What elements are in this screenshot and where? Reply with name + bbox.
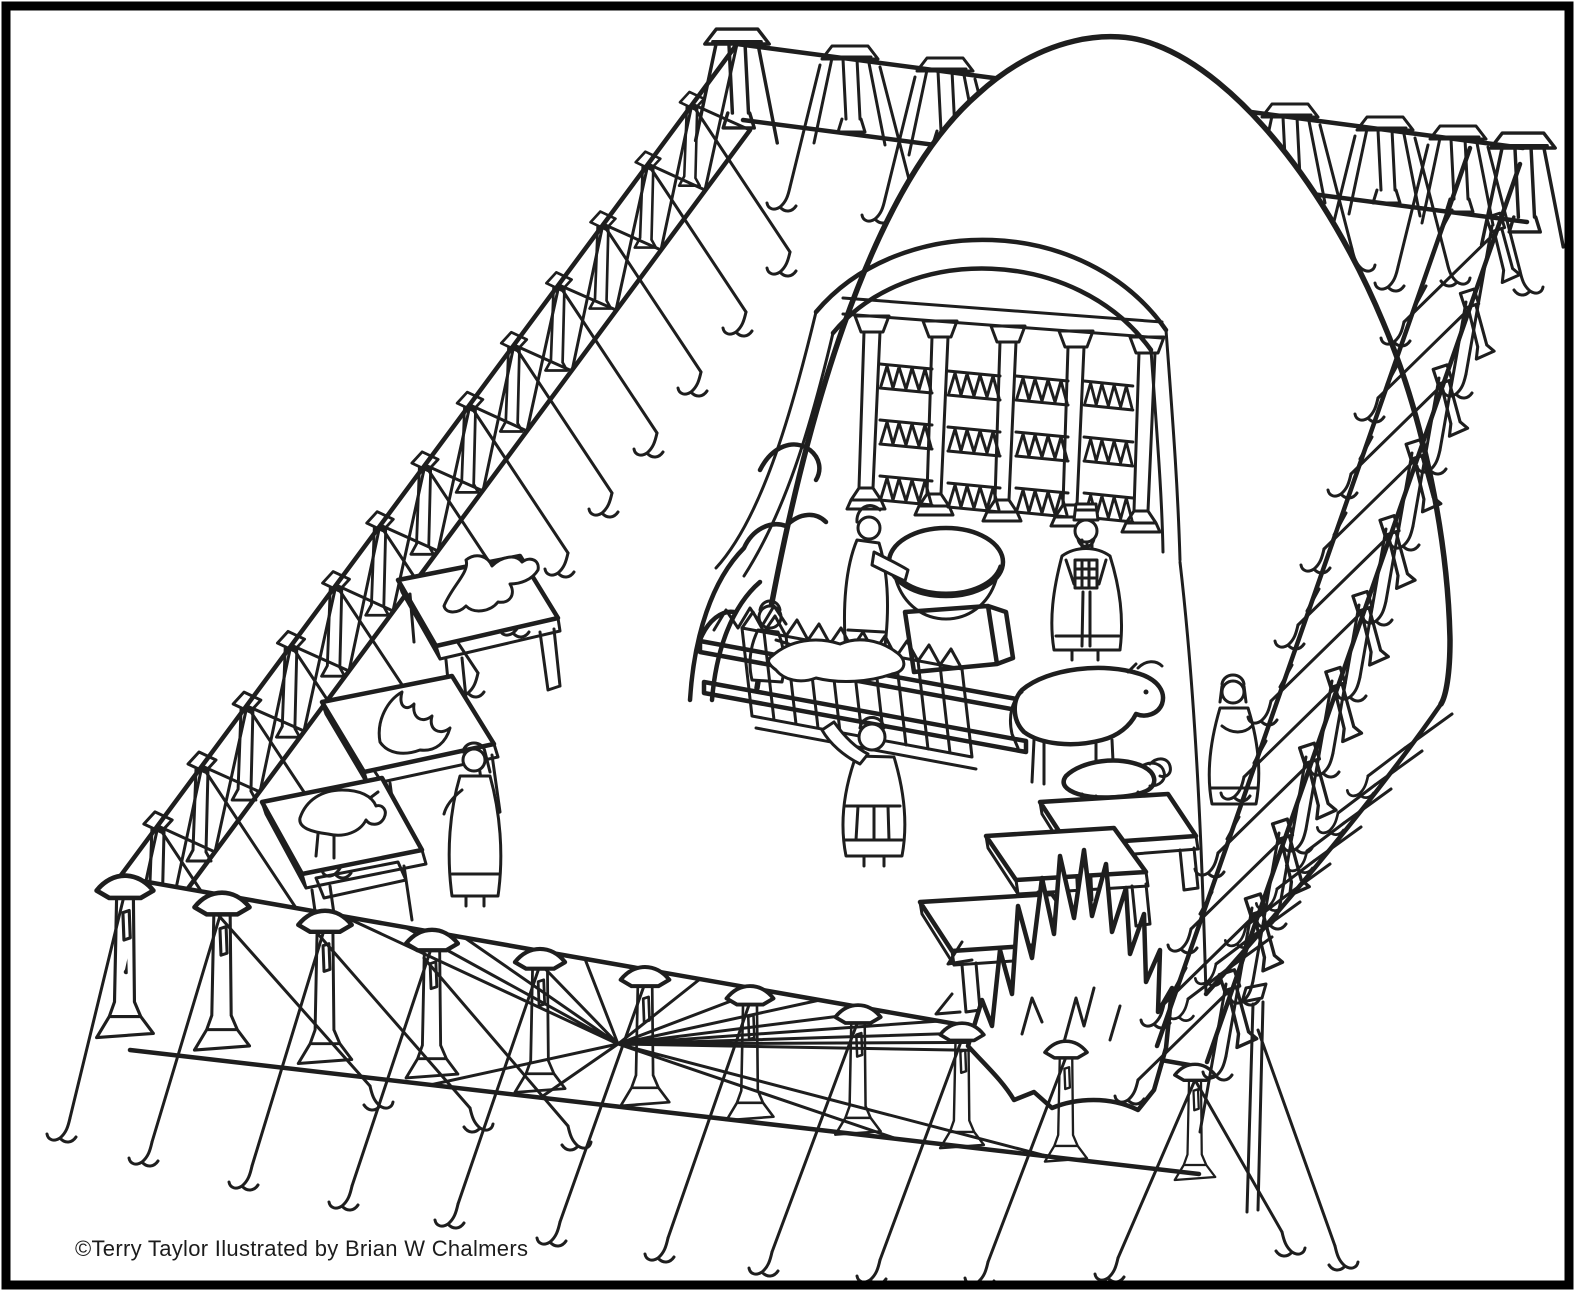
entrance-pillars [845,314,1166,534]
tabernacle-tent [687,34,1454,1022]
calf [298,788,387,837]
entrance-drapes [714,310,1182,578]
altar-fire [934,847,1175,1113]
rope-peg-icon [1274,1230,1307,1258]
rope-peg-icon [327,1184,360,1212]
altar-carcass [767,638,906,683]
rope-peg-icon [855,1258,888,1286]
fence-left-rails [110,41,753,975]
offering-table [395,553,562,724]
priest-head [856,515,882,541]
rope-peg-icon [45,1116,78,1144]
fence-front-wall [45,847,1360,1288]
laver-bowl [886,525,1006,599]
extra-pole [1240,982,1337,1248]
tent-peg-fringe [1165,712,1454,1022]
rope-peg-icon [643,1236,676,1264]
rope-peg-icon [127,1140,160,1168]
priest-robe [447,774,503,898]
rope-peg-icon [747,1250,780,1278]
rope-peg-icon [676,370,709,398]
rope-peg-icon [1093,1256,1126,1284]
offering-carcass [442,554,540,614]
rope-peg-icon [587,491,620,519]
high-priest [1050,502,1123,662]
crossing-ropes [210,906,570,1128]
rope-peg-icon [535,1220,568,1248]
priest-arm [870,550,910,583]
offering-tables-left [259,553,562,948]
offering-carcass [377,690,452,755]
tent-corner-seam [1178,560,1208,996]
tent-entrance [714,237,1182,578]
rope-peg-icon [632,431,665,459]
hem-pleats [1223,712,1454,973]
front-post-ropes [68,890,1284,1264]
flame-outline [965,847,1175,1113]
rocks [687,442,829,703]
rope-peg-icon [1327,1244,1360,1272]
priest-head [461,747,487,773]
entrance-arch [813,237,1169,353]
front-carrier-priest [820,716,907,868]
washing-priest [842,504,910,667]
bronze-laver [886,525,1016,675]
attending-priest [1207,673,1261,806]
fence-left-lattice [111,42,752,974]
rope-peg-icon [1373,265,1406,293]
altar-of-burnt-offering [697,599,1029,868]
rope-peg-icon [721,310,754,338]
rope-peg-icon [765,185,798,213]
fence-right-wall [1113,145,1523,1134]
breastplate [1073,558,1099,590]
rope-peg-icon [543,551,576,579]
caption: ©Terry Taylor Ilustrated by Brian W Chal… [75,1236,528,1261]
turban [1072,502,1100,522]
rope-peg-icon [765,250,798,278]
offering-table [259,775,428,948]
laver-stand [902,603,1016,675]
flame-inner-lines [934,940,1122,1044]
rope-peg-icon [433,1202,466,1230]
beard [1076,537,1096,552]
table-priest-left [442,741,503,908]
rope-peg-icon [227,1164,260,1192]
